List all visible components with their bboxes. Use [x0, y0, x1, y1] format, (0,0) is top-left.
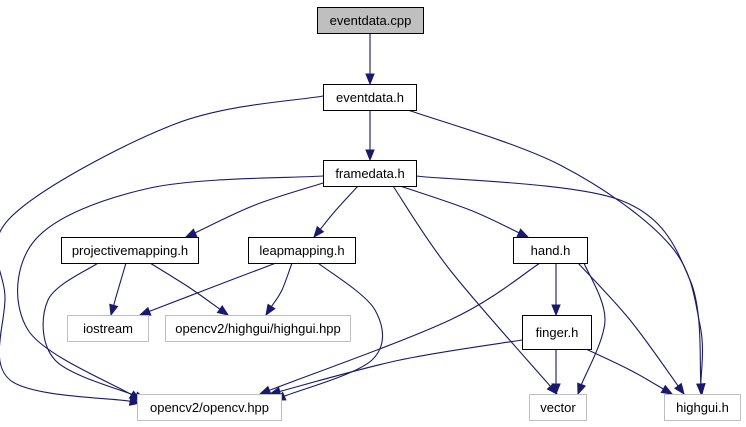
arrowhead-icon — [365, 73, 375, 86]
node-framedata-h[interactable]: framedata.h — [323, 160, 417, 187]
node-box — [522, 315, 592, 350]
node-label: projectivemapping.h — [72, 243, 188, 258]
edge-eventdata_h-to-framedata_h — [365, 110, 375, 162]
node-label: finger.h — [536, 325, 579, 340]
edge-projectivemapping_h-to-iostream — [109, 262, 127, 317]
node-box — [513, 237, 588, 264]
node-label: highgui.h — [676, 400, 729, 415]
node-label: opencv2/opencv.hpp — [150, 400, 269, 415]
arrowhead-icon — [265, 303, 276, 317]
node-box — [317, 7, 424, 34]
node-box — [137, 394, 282, 421]
arrowhead-icon — [696, 383, 706, 396]
arrowhead-icon — [577, 382, 587, 396]
node-vector: vector — [529, 394, 587, 421]
arrowhead-icon — [138, 306, 152, 316]
edge-projectivemapping_h-to-highgui_hpp — [149, 262, 230, 316]
node-opencv-hpp: opencv2/opencv.hpp — [137, 394, 282, 421]
edge-hand_h-to-highgui_h — [577, 262, 685, 396]
node-box — [664, 394, 741, 421]
node-projectivemapping-h[interactable]: projectivemapping.h — [61, 237, 199, 264]
node-label: hand.h — [531, 243, 571, 258]
node-box — [248, 237, 356, 264]
node-label: iostream — [83, 321, 133, 336]
node-highgui-hpp: opencv2/highgui/highgui.hpp — [165, 315, 351, 342]
node-label: opencv2/highgui/highgui.hpp — [175, 321, 341, 336]
arrowhead-icon — [184, 228, 198, 238]
node-finger-h[interactable]: finger.h — [522, 315, 592, 350]
node-box — [529, 394, 587, 421]
node-label: framedata.h — [335, 166, 404, 181]
node-hand-h[interactable]: hand.h — [513, 237, 588, 264]
node-box — [61, 237, 199, 264]
edge-hand_h-to-finger_h — [551, 263, 561, 317]
arrowhead-icon — [313, 225, 325, 239]
node-iostream: iostream — [67, 315, 149, 342]
arrowhead-icon — [551, 304, 561, 317]
node-highgui-h: highgui.h — [664, 394, 741, 421]
arrowhead-icon — [516, 228, 530, 238]
edge-framedata_h-to-vector — [392, 185, 558, 396]
node-box — [67, 315, 149, 342]
edge-finger_h-to-highgui_h — [585, 348, 674, 395]
edge-finger_h-to-vector — [551, 349, 561, 396]
edge-framedata_h-to-hand_h — [399, 185, 530, 238]
node-box — [323, 84, 417, 111]
node-label: eventdata.h — [336, 90, 404, 105]
nodes-layer: eventdata.cpp eventdata.h framedata.h proje… — [61, 7, 741, 421]
node-label: vector — [540, 400, 576, 415]
node-eventdata-cpp: eventdata.cpp — [317, 7, 424, 34]
edge-eventdata_cpp-to-eventdata_h — [365, 33, 375, 86]
edge-leapmapping_h-to-highgui_hpp — [265, 262, 293, 317]
node-label: leapmapping.h — [259, 243, 344, 258]
edge-leapmapping_h-to-iostream — [138, 262, 277, 316]
node-box — [323, 160, 417, 187]
arrowhead-icon — [660, 384, 674, 395]
edge-framedata_h-to-highgui_h — [415, 175, 706, 396]
node-box — [165, 315, 351, 342]
arrowhead-icon — [216, 305, 230, 316]
edge-framedata_h-to-leapmapping_h — [313, 185, 359, 239]
arrowhead-icon — [365, 149, 375, 162]
arrowhead-icon — [109, 303, 119, 317]
node-leapmapping-h[interactable]: leapmapping.h — [248, 237, 356, 264]
arrowhead-icon — [674, 382, 685, 396]
edge-finger_h-to-opencv_hpp — [268, 339, 523, 396]
edge-framedata_h-to-projectivemapping_h — [184, 182, 324, 238]
arrowhead-icon — [258, 385, 272, 395]
node-eventdata-h[interactable]: eventdata.h — [323, 84, 417, 111]
edges-layer — [0, 33, 706, 406]
node-label: eventdata.cpp — [330, 13, 412, 28]
arrowhead-icon — [551, 383, 561, 396]
